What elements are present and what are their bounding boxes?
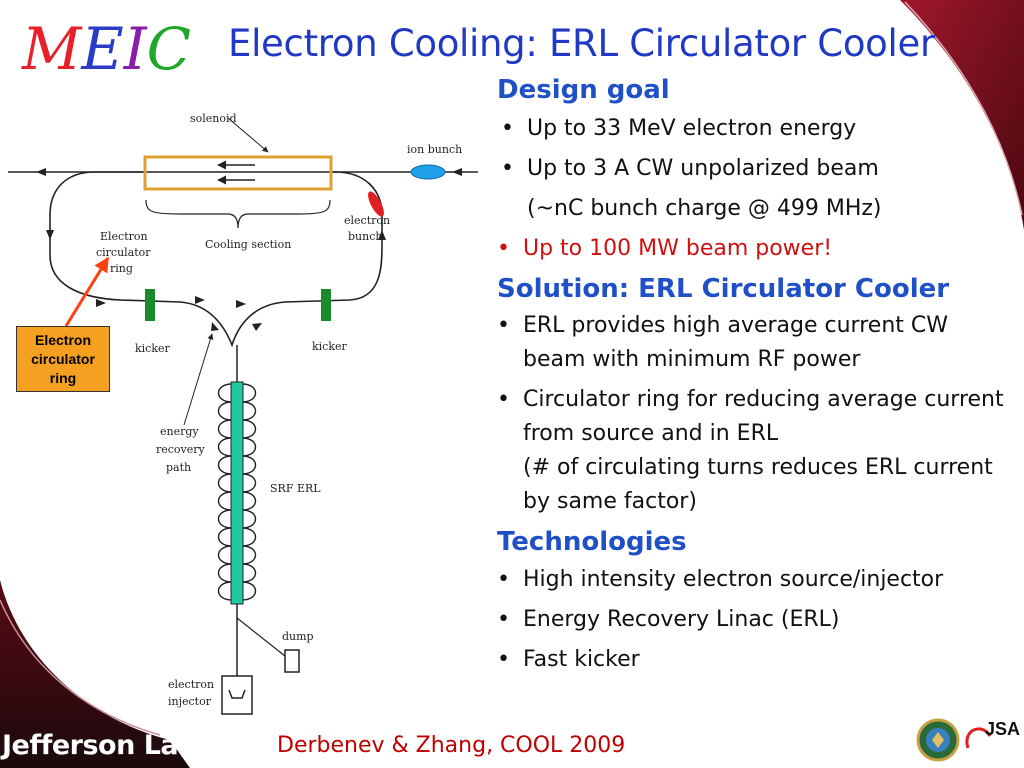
electron-injector bbox=[221, 675, 253, 715]
top-right-swoosh-highlight bbox=[904, 1, 1023, 216]
ion-beam-arrow-right bbox=[452, 168, 462, 176]
section-heading-solution: Solution: ERL Circulator Cooler bbox=[497, 274, 950, 305]
electron-bunch bbox=[368, 191, 384, 217]
ion-beam-arrow-left bbox=[36, 168, 46, 176]
srf-linac bbox=[230, 381, 244, 605]
bottom-left-swoosh bbox=[0, 580, 190, 768]
electron-circulator-ring-label: Electron circulator ring bbox=[96, 230, 154, 275]
bullet-dot: • bbox=[497, 606, 510, 632]
ring-arrow bbox=[252, 323, 262, 331]
ring-arrow bbox=[96, 299, 106, 307]
injector-cathode bbox=[228, 689, 246, 699]
srf-cavities bbox=[217, 383, 257, 601]
electron-injector-label: electron injector bbox=[168, 678, 218, 708]
electron-circulator-ring-callout: Electron circulator ring bbox=[16, 326, 110, 392]
bullet-dot: • bbox=[501, 156, 514, 182]
sponsor-logos: JSA bbox=[916, 718, 1020, 762]
jefferson-lab-logo: Jefferson Lab bbox=[2, 730, 197, 761]
bullet-continuation: (# of circulating turns reduces ERL curr… bbox=[523, 455, 993, 515]
dump bbox=[284, 649, 300, 673]
bullet-dot: • bbox=[497, 387, 510, 413]
electron-bunch-label: electron bunch bbox=[344, 214, 394, 243]
bullet-dot: • bbox=[501, 116, 514, 142]
srf-erl-label: SRF ERL bbox=[270, 482, 321, 495]
bullet-item: •High intensity electron source/injector bbox=[497, 563, 1007, 597]
kicker-right bbox=[321, 289, 331, 321]
energy-recovery-path-label: energy recovery path bbox=[156, 425, 208, 474]
ring-arrow bbox=[378, 230, 386, 240]
ring-arrow bbox=[46, 230, 54, 240]
callout-arrow bbox=[64, 256, 110, 327]
ion-bunch bbox=[410, 164, 446, 180]
kicker-left bbox=[145, 289, 155, 321]
meic-logo-letter-m: M bbox=[22, 15, 82, 83]
cooling-section-label: Cooling section bbox=[205, 238, 291, 251]
meic-logo: MEIC bbox=[22, 20, 191, 78]
section-heading-design-goal: Design goal bbox=[497, 75, 670, 105]
meic-logo-letter-e: E bbox=[81, 15, 124, 83]
bullet-continuation: (~nC bunch charge @ 499 MHz) bbox=[527, 196, 882, 222]
bullet-dot: • bbox=[497, 646, 510, 672]
cooling-section-brace bbox=[145, 199, 331, 229]
ring-arrow bbox=[236, 300, 246, 308]
bottom-left-swoosh-highlight bbox=[0, 599, 161, 736]
meic-logo-letter-i: I bbox=[123, 15, 147, 83]
meic-logo-letter-c: C bbox=[146, 15, 192, 83]
bullet-item: •Fast kicker bbox=[497, 643, 1007, 677]
dump-line bbox=[236, 617, 291, 661]
ion-bunch-label: ion bunch bbox=[407, 143, 462, 156]
jsa-logo-text: JSA bbox=[985, 719, 1020, 739]
solenoid-box bbox=[143, 155, 333, 191]
bullet-item: •Circulator ring for reducing average cu… bbox=[497, 383, 1007, 451]
bullet-dot: • bbox=[497, 236, 510, 262]
bullet-item: •Up to 3 A CW unpolarized beam bbox=[497, 152, 1007, 186]
ring-arrow bbox=[211, 322, 219, 331]
section-heading-technologies: Technologies bbox=[497, 527, 687, 558]
bullet-item-highlight: •Up to 100 MW beam power! bbox=[497, 232, 1007, 266]
kicker-left-label: kicker bbox=[135, 342, 171, 355]
solenoid-label: solenoid bbox=[190, 112, 237, 125]
erl-circulator-diagram: solenoid ion bunch electron bunch Electr… bbox=[8, 112, 478, 715]
dump-label: dump bbox=[282, 630, 314, 643]
jsa-swirl-icon bbox=[965, 727, 992, 749]
bullet-dot: • bbox=[497, 313, 510, 339]
energy-recovery-pointer bbox=[183, 333, 214, 426]
bullet-item: •Up to 33 MeV electron energy bbox=[497, 112, 1007, 146]
kicker-right-label: kicker bbox=[312, 340, 348, 353]
slide-title: Electron Cooling: ERL Circulator Cooler bbox=[228, 22, 935, 65]
solenoid-pointer bbox=[227, 117, 269, 153]
slide-text-panel: Design goal •Up to 33 MeV electron energ… bbox=[497, 75, 1007, 677]
ring-arrow bbox=[195, 296, 205, 304]
bullet-item: •Energy Recovery Linac (ERL) bbox=[497, 603, 1007, 637]
top-right-swoosh bbox=[900, 0, 1024, 230]
bullet-dot: • bbox=[497, 566, 510, 592]
bullet-item: •ERL provides high average current CW be… bbox=[497, 309, 1007, 377]
citation: Derbenev & Zhang, COOL 2009 bbox=[277, 733, 626, 758]
